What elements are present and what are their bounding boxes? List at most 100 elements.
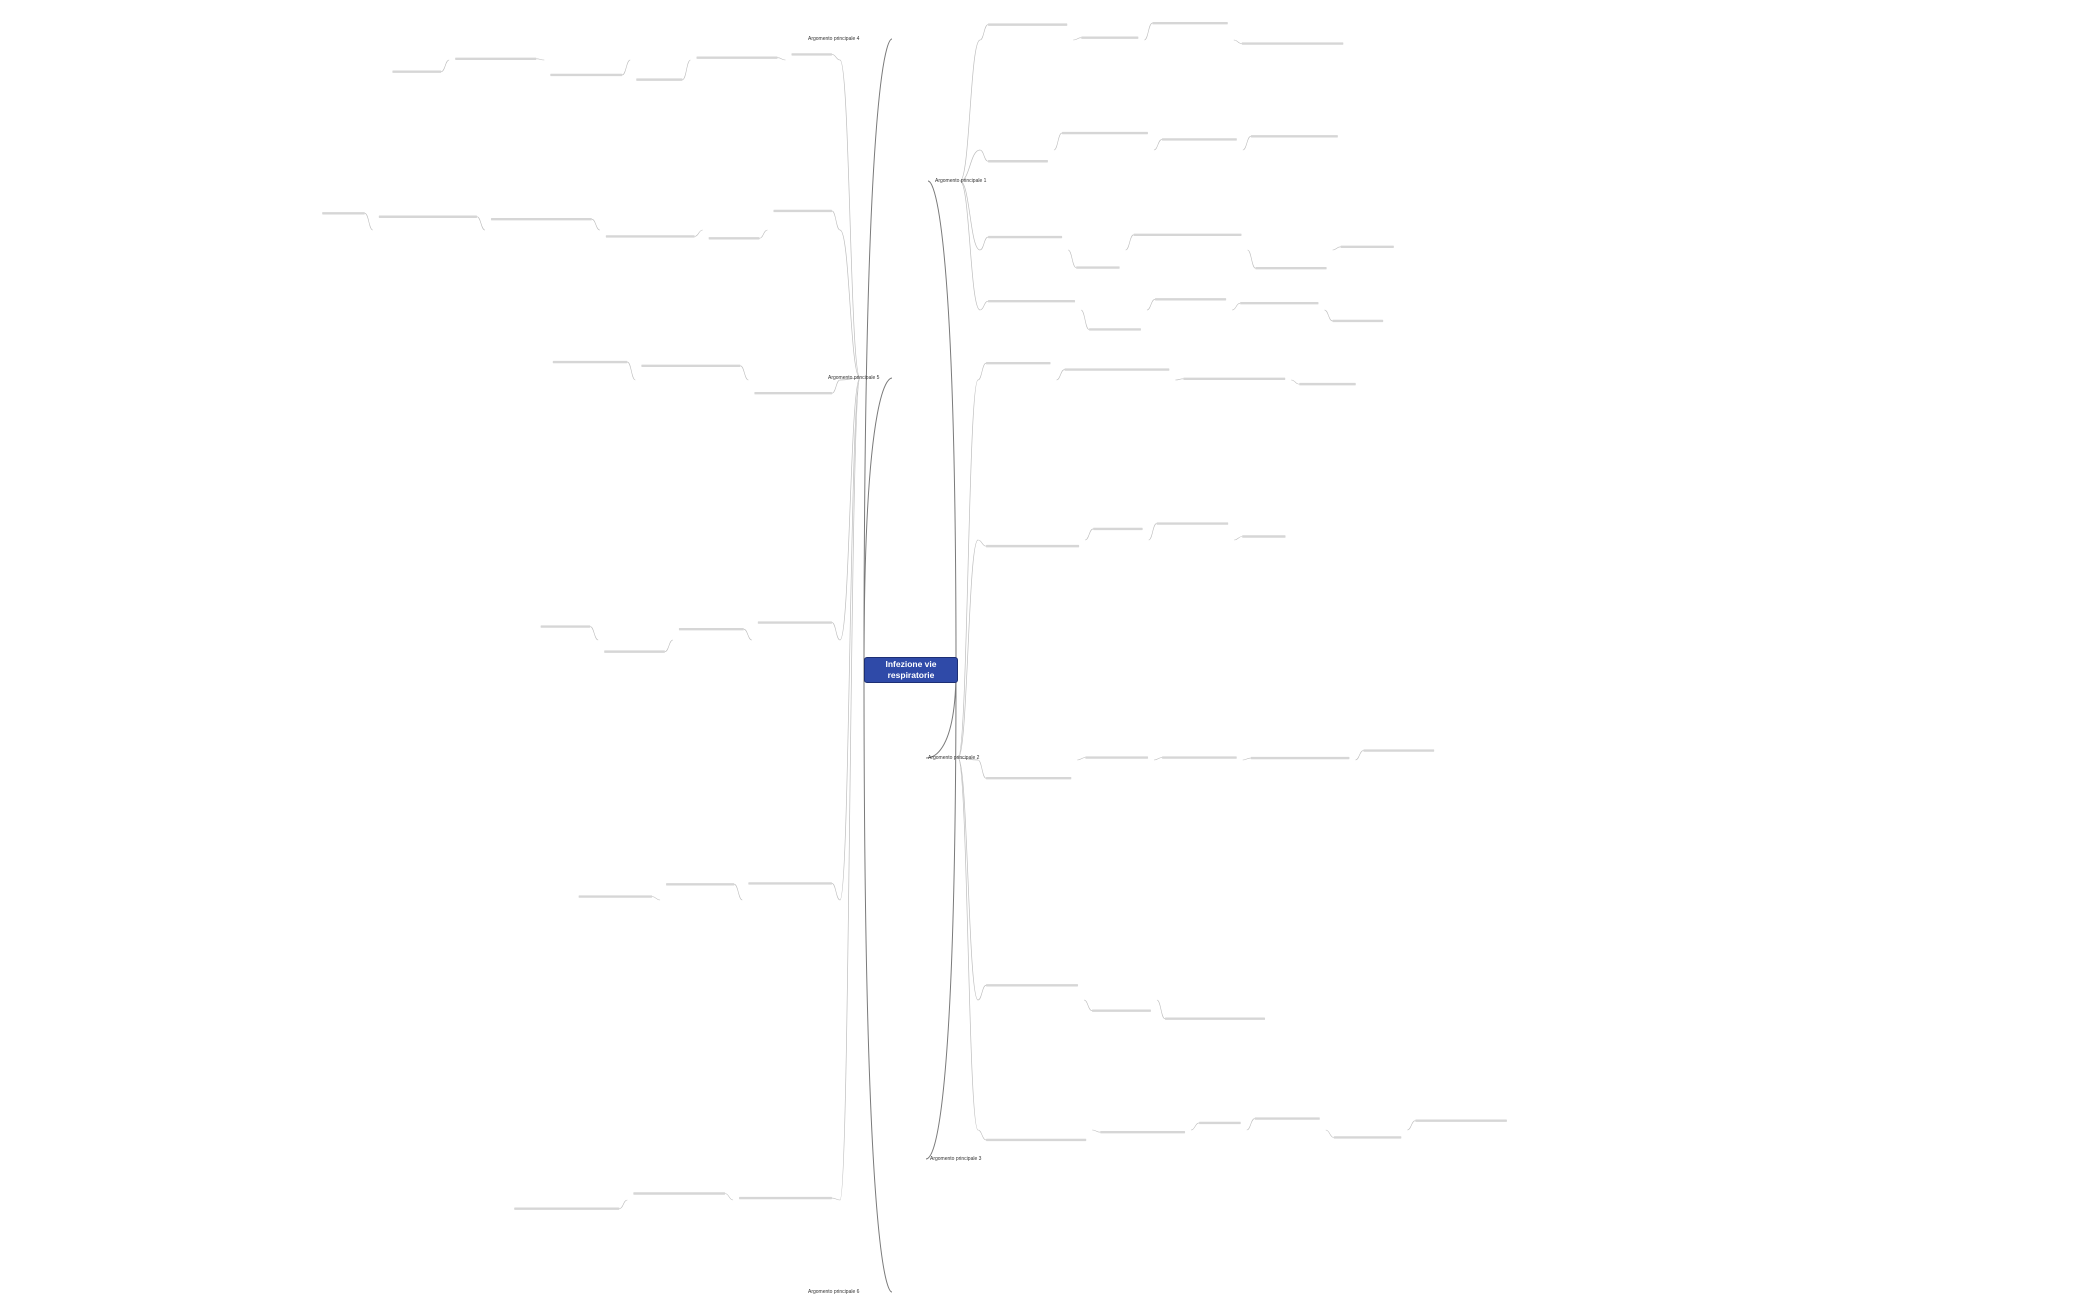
leaf-node-text	[757, 621, 832, 624]
leaf-connector	[979, 236, 989, 251]
leaf-node-text	[1085, 756, 1149, 759]
leaf-connector	[1067, 249, 1077, 268]
branch-label-right-top[interactable]: Argomento principale 1	[935, 178, 987, 184]
leaf-connector	[1083, 999, 1093, 1011]
leaf-connector	[1175, 378, 1184, 381]
leaf-node-text	[1240, 302, 1319, 305]
sub-branch-connector	[839, 377, 861, 901]
leaf-node-text	[988, 160, 1048, 163]
main-branch-connector	[927, 180, 957, 670]
branch-label-left-top[interactable]: Argomento principale 4	[808, 36, 860, 42]
leaf-node-text	[1156, 522, 1229, 525]
leaf-node-text	[550, 73, 623, 77]
leaf-connector	[977, 759, 987, 779]
leaf-node-text	[1133, 233, 1242, 237]
leaf-connector	[1148, 523, 1157, 541]
leaf-node-text	[1183, 377, 1286, 381]
leaf-connector	[622, 59, 631, 76]
sub-branch-connector	[839, 377, 861, 1201]
branch-label-left-bottom[interactable]: Argomento principale 6	[808, 1289, 860, 1295]
leaf-connector	[682, 59, 691, 80]
leaf-connector	[977, 1129, 987, 1141]
leaf-connector	[1291, 379, 1300, 385]
leaf-node-text	[605, 235, 695, 238]
main-branch-connector	[863, 377, 893, 670]
sub-branch-connector	[839, 377, 861, 641]
leaf-node-text	[1164, 1017, 1266, 1020]
leaf-node-text	[1332, 319, 1384, 323]
leaf-node-text	[986, 544, 1080, 548]
leaf-node-text	[986, 984, 1079, 987]
leaf-node-text	[322, 212, 365, 215]
leaf-connector	[1324, 309, 1333, 322]
leaf-connector	[1407, 1120, 1416, 1131]
leaf-node-text	[1089, 328, 1141, 331]
leaf-node-text	[1241, 42, 1344, 45]
leaf-node-text	[696, 56, 778, 59]
leaf-connector	[977, 984, 987, 1001]
sub-branch-connector	[959, 180, 981, 251]
leaf-node-text	[748, 882, 832, 885]
leaf-node-text	[1340, 245, 1394, 248]
leaf-node-text	[708, 237, 760, 240]
main-branch-connector	[863, 38, 893, 670]
leaf-connector	[1246, 1118, 1255, 1131]
leaf-connector	[664, 639, 674, 652]
main-branch-connector	[925, 668, 957, 1160]
leaf-node-text	[1061, 131, 1148, 135]
branch-label-right-bottom[interactable]: Argomento principale 3	[930, 1156, 982, 1162]
leaf-connector	[1355, 750, 1364, 761]
leaf-connector	[694, 229, 703, 237]
leaf-connector	[1073, 37, 1082, 41]
leaf-node-text	[1092, 1009, 1151, 1012]
leaf-node-text	[1254, 1117, 1320, 1120]
leaf-connector	[777, 57, 786, 61]
sub-branch-connector	[839, 377, 861, 381]
leaf-node-text	[540, 625, 591, 628]
leaf-connector	[1233, 39, 1242, 44]
leaf-node-text	[1161, 138, 1237, 141]
leaf-node-text	[1162, 756, 1237, 759]
branch-label-right-mid[interactable]: Argomento principale 2	[928, 755, 980, 761]
leaf-node-text	[578, 895, 653, 898]
leaf-connector	[1234, 536, 1243, 541]
leaf-connector	[1053, 132, 1063, 151]
leaf-connector	[1332, 246, 1341, 251]
sub-branch-connector	[959, 180, 981, 311]
leaf-node-text	[773, 209, 832, 213]
leaf-connector	[1325, 1129, 1334, 1138]
leaf-connector	[1144, 22, 1153, 41]
leaf-connector	[1077, 757, 1086, 761]
leaf-node-text	[986, 361, 1051, 365]
leaf-node-text	[1081, 36, 1139, 39]
leaf-node-text	[552, 360, 628, 364]
leaf-connector	[1156, 999, 1166, 1020]
leaf-node-text	[988, 300, 1076, 303]
leaf-node-text	[378, 215, 477, 218]
main-branch-connector	[863, 668, 893, 1293]
leaf-node-text	[1250, 135, 1338, 138]
leaf-node-text	[1199, 1121, 1241, 1125]
leaf-connector	[831, 210, 841, 231]
leaf-node-text	[791, 53, 832, 56]
leaf-connector	[759, 229, 768, 239]
sub-branch-connector	[957, 379, 979, 759]
leaf-connector	[831, 1197, 841, 1201]
leaf-connector	[652, 896, 661, 901]
leaf-node-text	[988, 235, 1063, 239]
sub-branch-connector	[959, 39, 981, 182]
sub-branch-connector	[959, 149, 981, 182]
leaf-connector	[1146, 299, 1156, 311]
leaf-connector	[1085, 528, 1094, 541]
leaf-connector	[476, 216, 486, 231]
leaf-node-text	[678, 628, 744, 631]
leaf-node-text	[1299, 382, 1356, 386]
leaf-node-text	[636, 78, 683, 81]
leaf-connector	[979, 24, 989, 41]
leaf-node-text	[604, 650, 665, 653]
branch-label-left-mid[interactable]: Argomento principale 5	[828, 375, 880, 381]
leaf-connector	[1056, 369, 1065, 381]
leaf-connector	[441, 59, 450, 73]
leaf-node-text	[455, 57, 537, 60]
central-topic-node[interactable]: Infezione vie respiratorie	[864, 657, 958, 683]
